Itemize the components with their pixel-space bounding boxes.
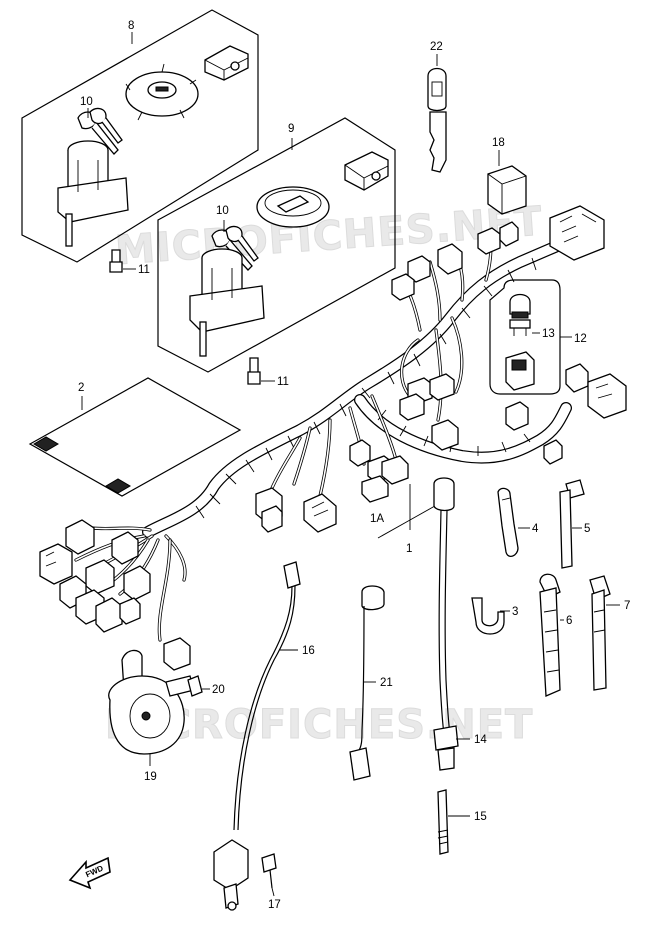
horn-19[interactable] <box>108 649 185 766</box>
ignition-set-8[interactable] <box>21 9 259 273</box>
connector-1a-cluster <box>349 439 409 503</box>
clamp-7[interactable] <box>589 575 620 691</box>
callout-14: 14 <box>474 734 487 746</box>
callout-19: 19 <box>144 771 157 783</box>
connector-top-cluster <box>391 221 519 301</box>
callout-1: 1 <box>406 543 412 555</box>
connector-top-right <box>549 205 605 261</box>
sensor-lead-16[interactable] <box>233 561 301 831</box>
callout-labels: 8 10 11 9 10 11 22 18 13 12 2 1A 1 4 5 3… <box>78 20 630 911</box>
harness-connectors <box>39 205 627 671</box>
callout-17: 17 <box>268 899 281 911</box>
temp-sensor-14[interactable] <box>433 477 470 771</box>
connector-left-cluster <box>39 519 191 671</box>
callout-22: 22 <box>430 41 443 53</box>
callout-2: 2 <box>78 382 84 394</box>
fuel-cap-round <box>256 186 330 228</box>
clamp-5[interactable] <box>559 479 585 569</box>
ignition-switch-a <box>57 140 129 247</box>
callout-10-lower: 10 <box>216 205 229 217</box>
clamp-4[interactable] <box>497 487 530 557</box>
callout-13: 13 <box>542 328 555 340</box>
fwd-arrow-icon: FWD <box>68 856 111 890</box>
callout-7: 7 <box>624 600 630 612</box>
connector-middle-cluster <box>399 363 627 465</box>
callout-11-upper: 11 <box>138 264 150 276</box>
clamp-6[interactable] <box>539 573 564 697</box>
ignition-switch-b <box>189 248 265 357</box>
ignition-set-8-frame <box>21 9 259 263</box>
seat-lock-part <box>204 45 249 81</box>
leader-group-1 <box>377 484 443 539</box>
seat-lock-part-b <box>344 151 389 191</box>
key-22[interactable] <box>427 54 447 173</box>
callout-15: 15 <box>474 811 487 823</box>
callout-8: 8 <box>128 20 134 32</box>
callout-20: 20 <box>212 684 225 696</box>
label-sheet-2-outline <box>28 377 242 497</box>
leader-17 <box>271 887 275 897</box>
connector-lower-middle <box>255 487 337 533</box>
bolt-11b <box>247 357 261 385</box>
rod-15[interactable] <box>437 789 470 855</box>
callout-21: 21 <box>380 677 393 689</box>
callout-10-upper: 10 <box>80 96 93 108</box>
callout-12: 12 <box>574 333 587 345</box>
fuel-cap-part <box>125 63 199 121</box>
fuse-holder-top <box>509 293 531 336</box>
fuse-block <box>505 351 535 391</box>
key-pair-a <box>77 107 123 155</box>
callout-9: 9 <box>288 123 294 135</box>
callout-11-lower: 11 <box>277 376 289 388</box>
sensor-21[interactable] <box>349 585 385 781</box>
fuse-box-12-frame <box>489 279 561 395</box>
ignition-set-9[interactable] <box>157 117 396 385</box>
ignition-set-9-frame <box>157 117 396 373</box>
wiring-harness-1[interactable] <box>74 238 572 642</box>
callout-4: 4 <box>532 523 539 535</box>
callout-16: 16 <box>302 645 315 657</box>
switch-17[interactable] <box>213 839 277 911</box>
callout-1a: 1A <box>370 513 384 525</box>
fuse-box-12[interactable] <box>489 279 572 395</box>
clamp-3[interactable] <box>471 597 510 635</box>
callout-6: 6 <box>566 615 572 627</box>
label-sheet-2[interactable] <box>28 377 242 497</box>
relay-18[interactable] <box>487 150 527 215</box>
bolt-11a <box>109 249 123 273</box>
callout-18: 18 <box>492 137 505 149</box>
bolt-20[interactable] <box>165 675 210 697</box>
callout-5: 5 <box>584 523 590 535</box>
callout-3: 3 <box>512 606 518 618</box>
